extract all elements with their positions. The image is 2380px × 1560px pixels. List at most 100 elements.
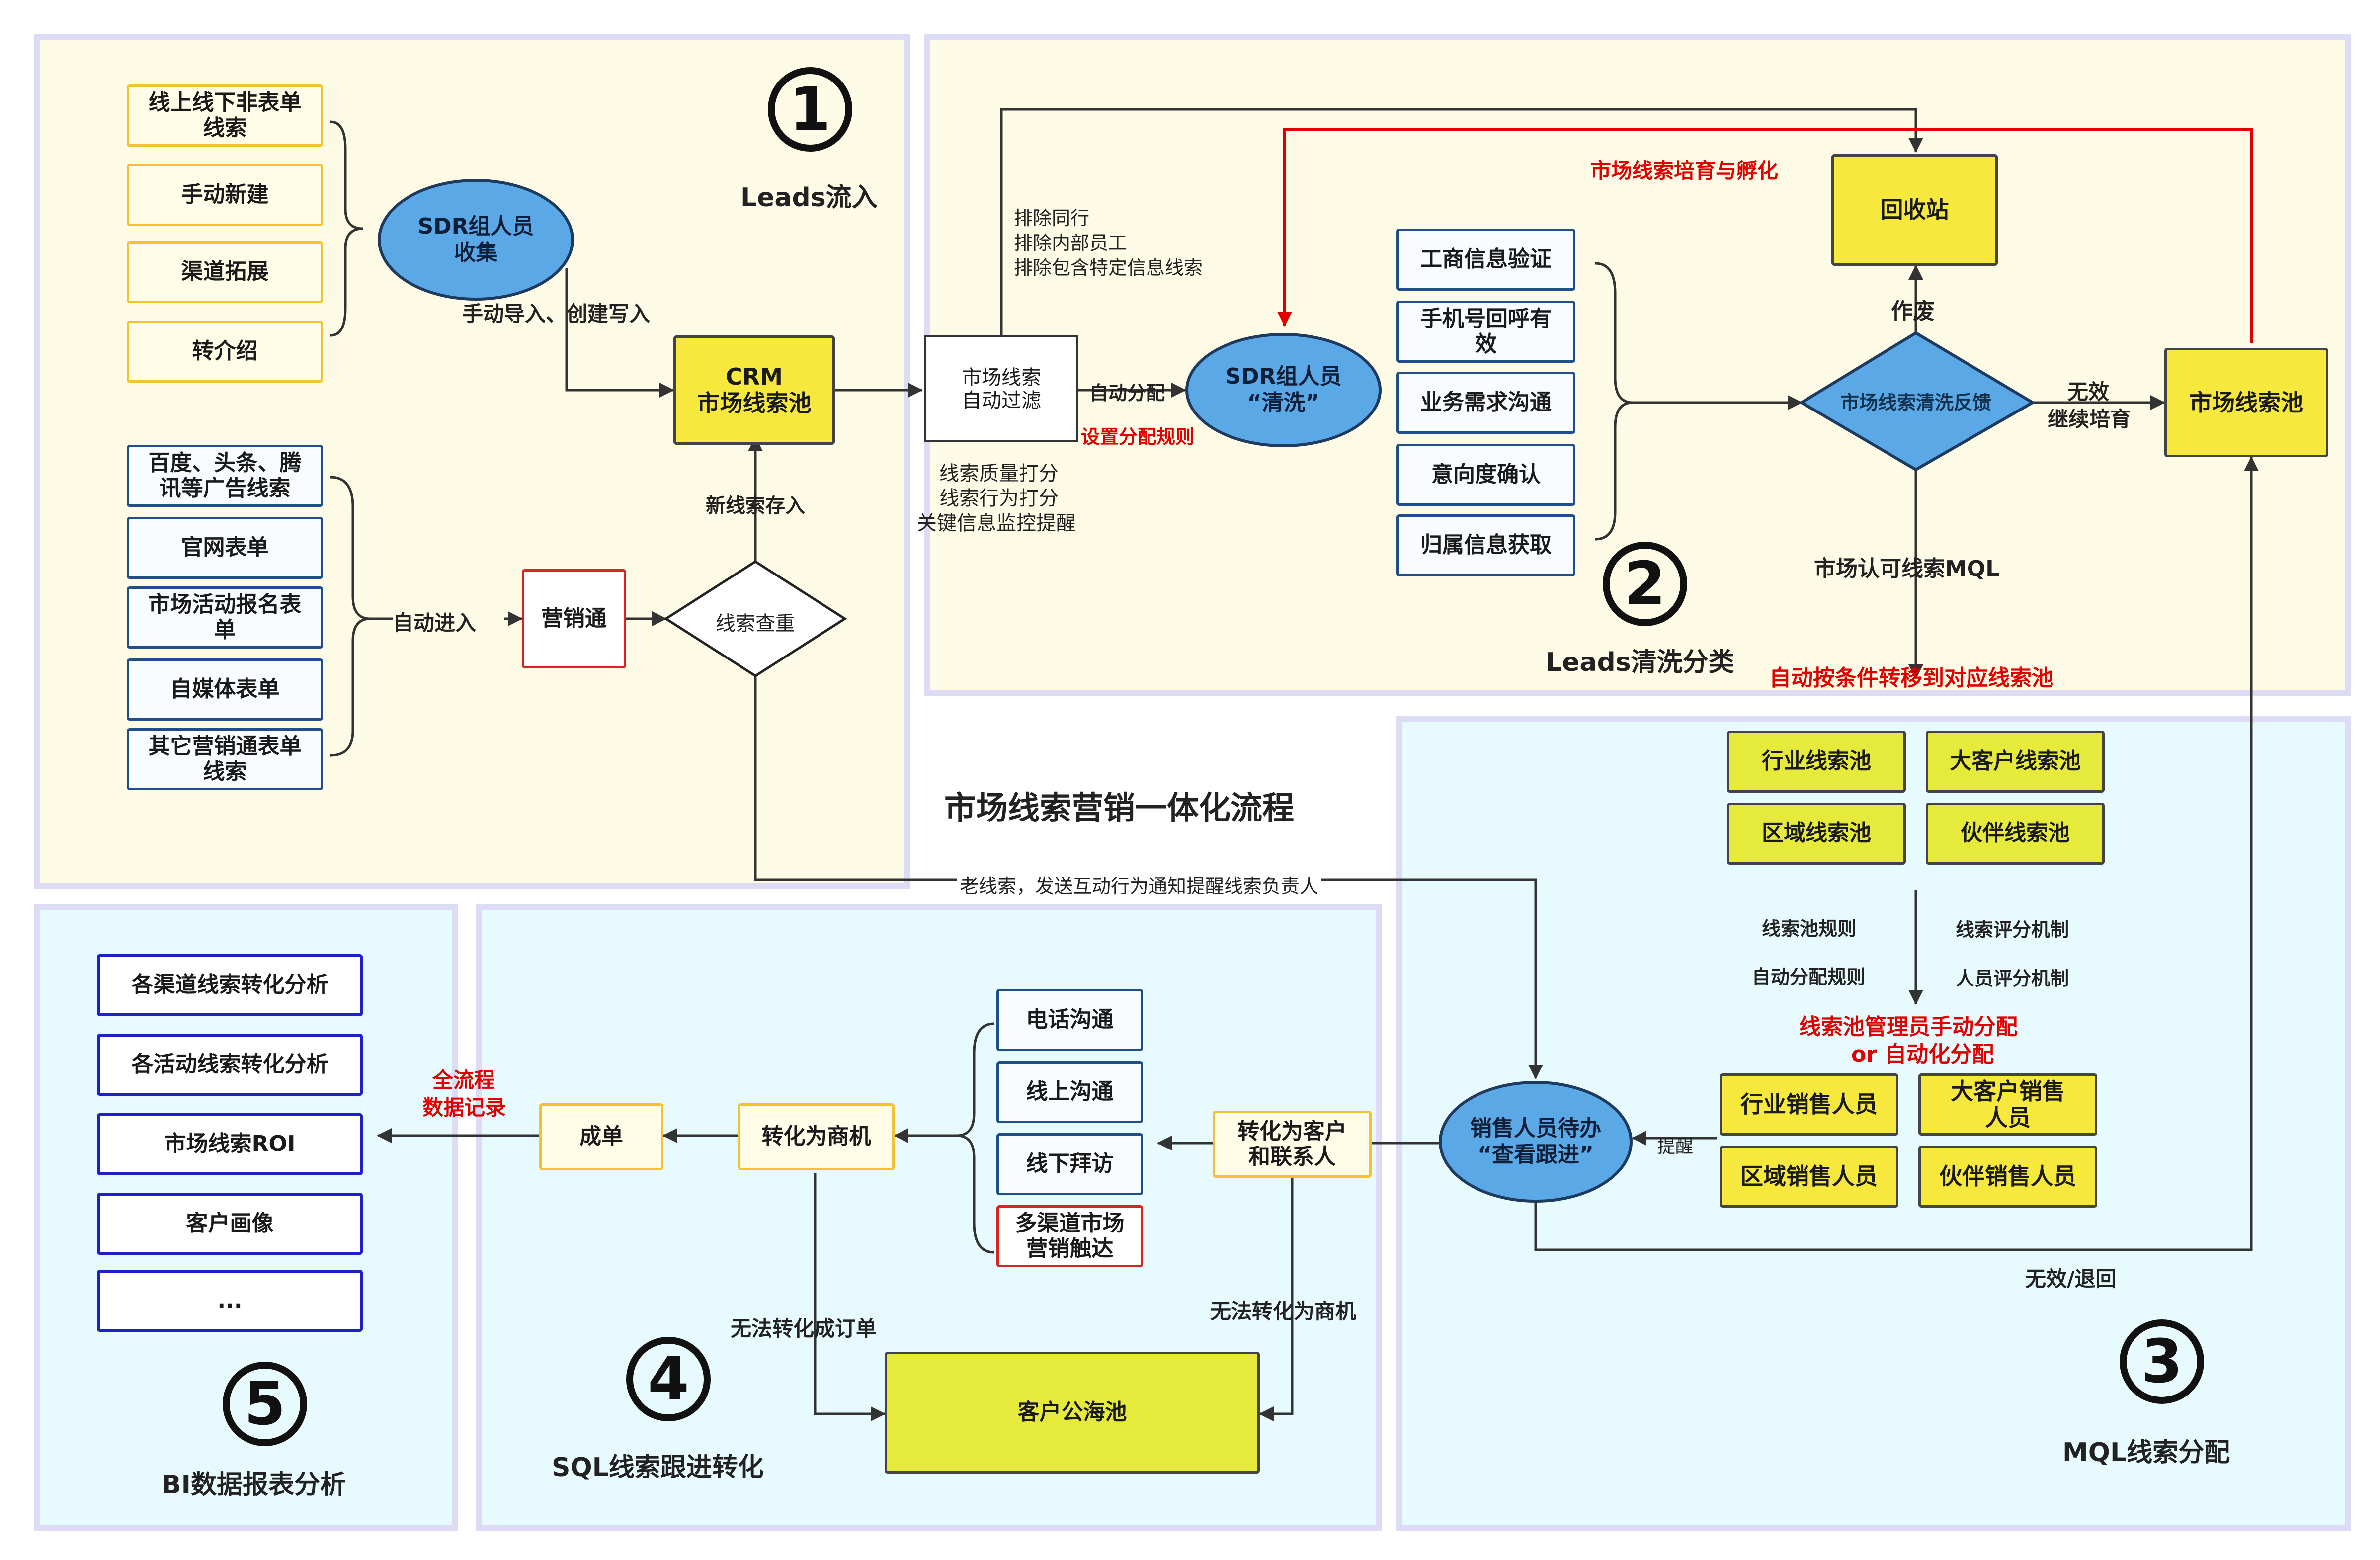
sdr-clean-line2: “清洗”: [1247, 390, 1320, 415]
discard-label: 作废: [1891, 299, 1935, 324]
check-phone-callback: 手机号回呼有效: [1396, 301, 1575, 363]
channel-visit: 线下拜访: [996, 1133, 1143, 1195]
check-intent: 意向度确认: [1396, 444, 1575, 506]
pool-partner: 伙伴线索池: [1926, 803, 2105, 865]
crm-pool-label: 市场线索池: [697, 390, 812, 416]
brace-online: [330, 476, 371, 757]
sdr-collect-ellipse: SDR组人员收集: [378, 179, 574, 301]
section-3-marker: 3: [2120, 1319, 2204, 1404]
section-2-marker: 2: [1603, 542, 1687, 626]
section-4-marker: 4: [626, 1337, 711, 1421]
section-4-label: SQL线索跟进转化: [552, 1453, 764, 1482]
sales-todo-line2: “查看跟进”: [1477, 1142, 1594, 1167]
sales-todo-line1: 销售人员待办: [1470, 1115, 1601, 1141]
section-5-marker: 5: [223, 1362, 307, 1446]
check-ownership: 归属信息获取: [1396, 514, 1575, 576]
auto-filter-line1: 市场线索: [962, 366, 1041, 389]
dedup-diamond: [663, 560, 847, 677]
source-website-form: 官网表单: [127, 517, 323, 579]
report-event-conversion: 各活动线索转化分析: [97, 1034, 363, 1096]
invalid-label: 无效: [2067, 380, 2110, 404]
full-record-line2: 数据记录: [422, 1095, 506, 1120]
source-channel-expand: 渠道拓展: [127, 241, 323, 303]
old-lead-note: 老线索，发送互动行为通知提醒线索负责人: [957, 871, 1322, 898]
crm-lead-pool: CRM 市场线索池: [673, 335, 835, 445]
dispatch-line1: 线索池管理员手动分配: [1799, 1014, 2018, 1040]
scoring-2: 线索行为打分: [939, 487, 1059, 510]
section-1-label: Leads流入: [740, 183, 878, 213]
line-sdr-to-crm: [565, 268, 674, 398]
pool-industry: 行业线索池: [1727, 731, 1906, 793]
crm-label: CRM: [726, 363, 783, 391]
brace-checks: [1595, 262, 1633, 541]
yingxiaotong-box: 营销通: [522, 569, 626, 668]
line-nurture-red: [1277, 128, 2253, 343]
no-order-label: 无法转化成订单: [731, 1316, 877, 1341]
keep-nurture-label: 继续培育: [2048, 407, 2132, 431]
rule-auto-assign: 自动分配规则: [1752, 966, 1866, 988]
channel-online: 线上沟通: [996, 1061, 1143, 1123]
manual-import-label: 手动导入、创建写入: [462, 302, 651, 326]
sales-todo-ellipse: 销售人员待办 “查看跟进”: [1439, 1081, 1633, 1203]
source-ads: 百度、头条、腾讯等广告线索: [127, 445, 323, 507]
sales-partner: 伙伴销售人员: [1918, 1146, 2097, 1208]
source-offline-nonform: 线上线下非表单线索: [127, 84, 323, 147]
auto-assign-label: 自动分配: [1089, 382, 1165, 404]
exclude-rule-2: 排除内部员工: [1014, 232, 1128, 254]
brace-offline: [330, 120, 363, 337]
public-customer-pool: 客户公海池: [885, 1352, 1260, 1474]
dedup-label: 线索查重: [716, 612, 795, 635]
pool-key-account: 大客户线索池: [1926, 731, 2105, 793]
no-opportunity-label: 无法转化为商机: [1210, 1299, 1357, 1323]
market-lead-pool: 市场线索池: [2164, 348, 2328, 457]
remind-label: 提醒: [1657, 1137, 1694, 1157]
report-more: ...: [97, 1270, 363, 1332]
source-manual-create: 手动新建: [127, 164, 323, 226]
sales-industry: 行业销售人员: [1720, 1073, 1898, 1136]
dispatch-line2: or 自动化分配: [1851, 1042, 1994, 1067]
exclude-rule-1: 排除同行: [1014, 207, 1090, 229]
section-5-label: BI数据报表分析: [162, 1470, 346, 1500]
mql-accept-label: 市场认可线索MQL: [1814, 556, 2000, 581]
rule-staff-score: 人员评分机制: [1956, 968, 2069, 989]
line-invalid-return: [1534, 456, 2259, 1251]
scoring-1: 线索质量打分: [939, 462, 1059, 485]
channel-multichannel: 多渠道市场营销触达: [996, 1205, 1143, 1267]
assign-rule-label: 设置分配规则: [1081, 426, 1195, 448]
check-business-info: 工商信息验证: [1396, 229, 1575, 291]
sdr-clean-line1: SDR组人员: [1225, 364, 1342, 390]
report-channel-conversion: 各渠道线索转化分析: [97, 954, 363, 1016]
sdr-clean-ellipse: SDR组人员 “清洗”: [1185, 333, 1382, 447]
diagram-title: 市场线索营销一体化流程: [944, 790, 1294, 827]
exclude-rule-3: 排除包含特定信息线索: [1014, 257, 1203, 279]
auto-filter-line2: 自动过滤: [962, 389, 1041, 412]
source-other-form: 其它营销通表单线索: [127, 728, 323, 790]
pool-region: 区域线索池: [1727, 803, 1906, 865]
rule-pool: 线索池规则: [1762, 918, 1857, 940]
source-referral: 转介绍: [127, 321, 323, 383]
check-needs: 业务需求沟通: [1396, 372, 1575, 434]
auto-transfer-label: 自动按条件转移到对应线索池: [1769, 665, 2053, 691]
auto-filter-box: 市场线索 自动过滤: [924, 335, 1078, 442]
line-contact-to-public: [1259, 1178, 1294, 1421]
nurture-label: 市场线索培育与孵化: [1590, 159, 1779, 183]
section-1-marker: 1: [768, 67, 852, 152]
sales-region: 区域销售人员: [1720, 1146, 1898, 1208]
source-media-form: 自媒体表单: [127, 658, 323, 721]
scoring-3: 关键信息监控提醒: [917, 512, 1076, 535]
feedback-diamond: [1799, 331, 2036, 472]
deal-box: 成单: [539, 1103, 663, 1170]
full-record-line1: 全流程: [432, 1068, 495, 1092]
section-2-label: Leads清洗分类: [1546, 648, 1734, 677]
report-roi: 市场线索ROI: [97, 1113, 363, 1175]
sales-key-account: 大客户销售人员: [1918, 1073, 2097, 1136]
report-customer-profile: 客户画像: [97, 1193, 363, 1255]
convert-contact-line1: 转化为客户: [1237, 1118, 1347, 1144]
convert-opportunity-box: 转化为商机: [738, 1103, 895, 1170]
line-opp-to-public: [814, 1173, 886, 1421]
brace-channels: [956, 1022, 994, 1254]
section-3-label: MQL线索分配: [2062, 1438, 2230, 1468]
source-event-form: 市场活动报名表单: [127, 586, 323, 649]
